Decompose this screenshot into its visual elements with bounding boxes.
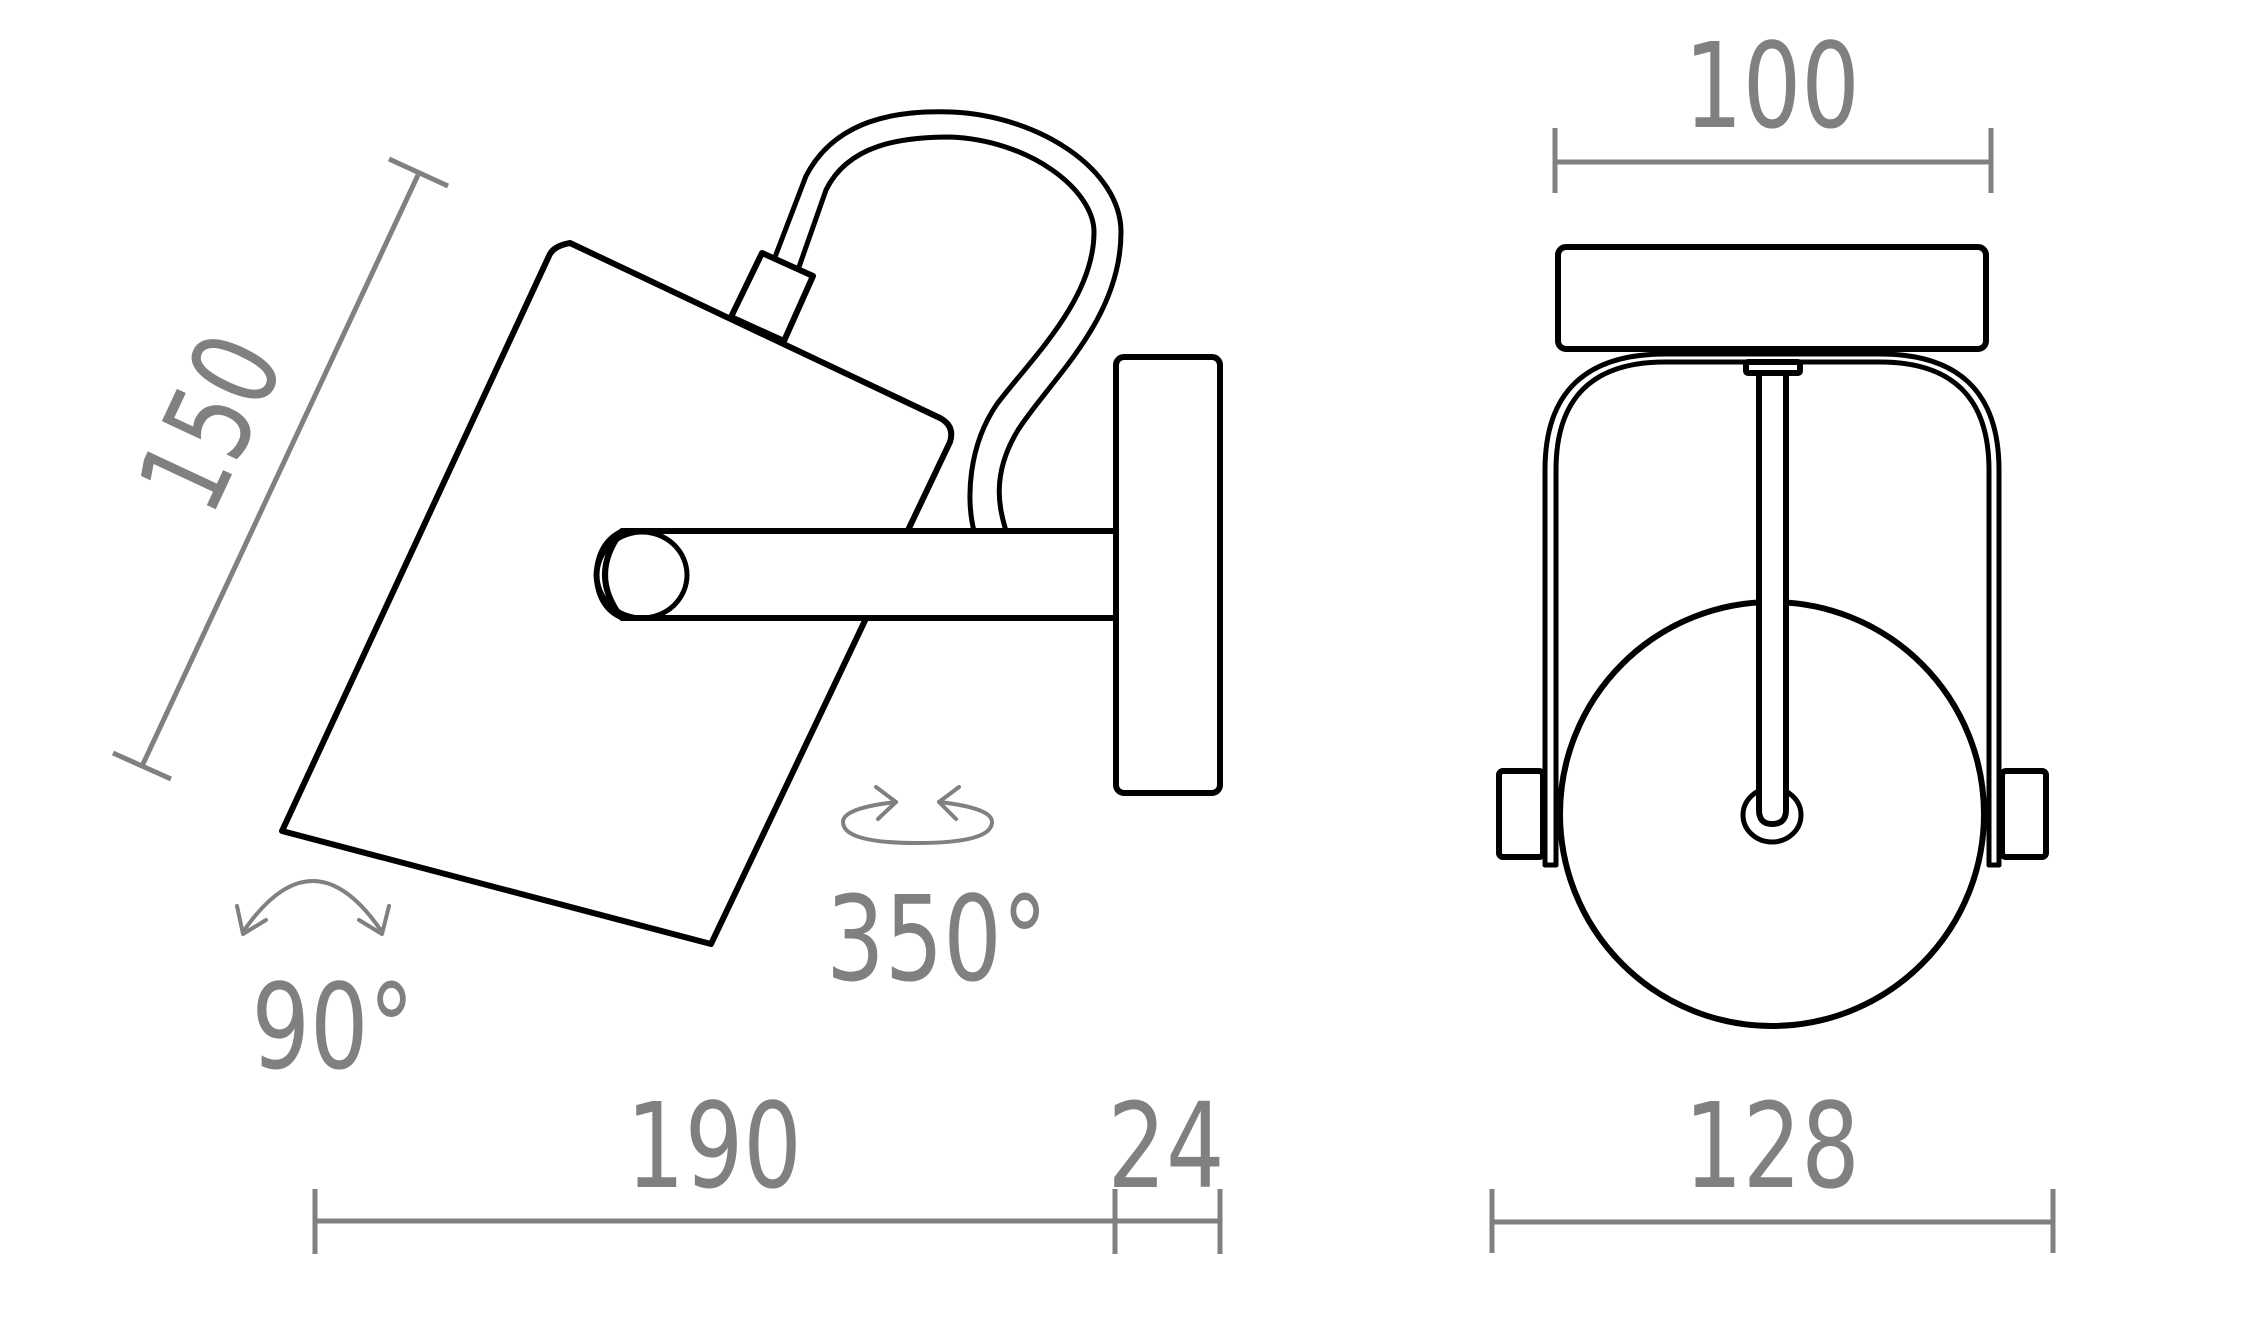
side-view: 150 90° 350° [112,109,1225,1254]
cable-connector [728,250,816,344]
stem [1740,359,1804,845]
stem-cap [1743,359,1803,376]
canopy [1555,244,1989,352]
dimension-canopy-width [1552,128,1994,193]
dimension-label-190: 190 [626,1078,802,1215]
swivel-arrow-icon [841,785,994,845]
dimension-label-150: 150 [112,314,311,531]
tilt-angle-label: 90° [251,959,414,1096]
wall-plate [1113,354,1223,796]
right-tilt-knob [1999,768,2049,860]
swivel-angle-label: 350° [826,871,1048,1008]
left-tilt-knob [1496,768,1546,860]
power-cable [772,109,1124,534]
dimension-overall-width [1489,1189,2056,1253]
dimension-label-24: 24 [1107,1078,1224,1215]
dimension-label-100: 100 [1684,18,1860,155]
dimension-label-128: 128 [1684,1078,1860,1215]
dimension-projection [312,1189,1223,1254]
tilt-arrow-icon [235,879,391,936]
arm [593,528,1119,621]
front-view: 100 128 [1489,18,2056,1253]
